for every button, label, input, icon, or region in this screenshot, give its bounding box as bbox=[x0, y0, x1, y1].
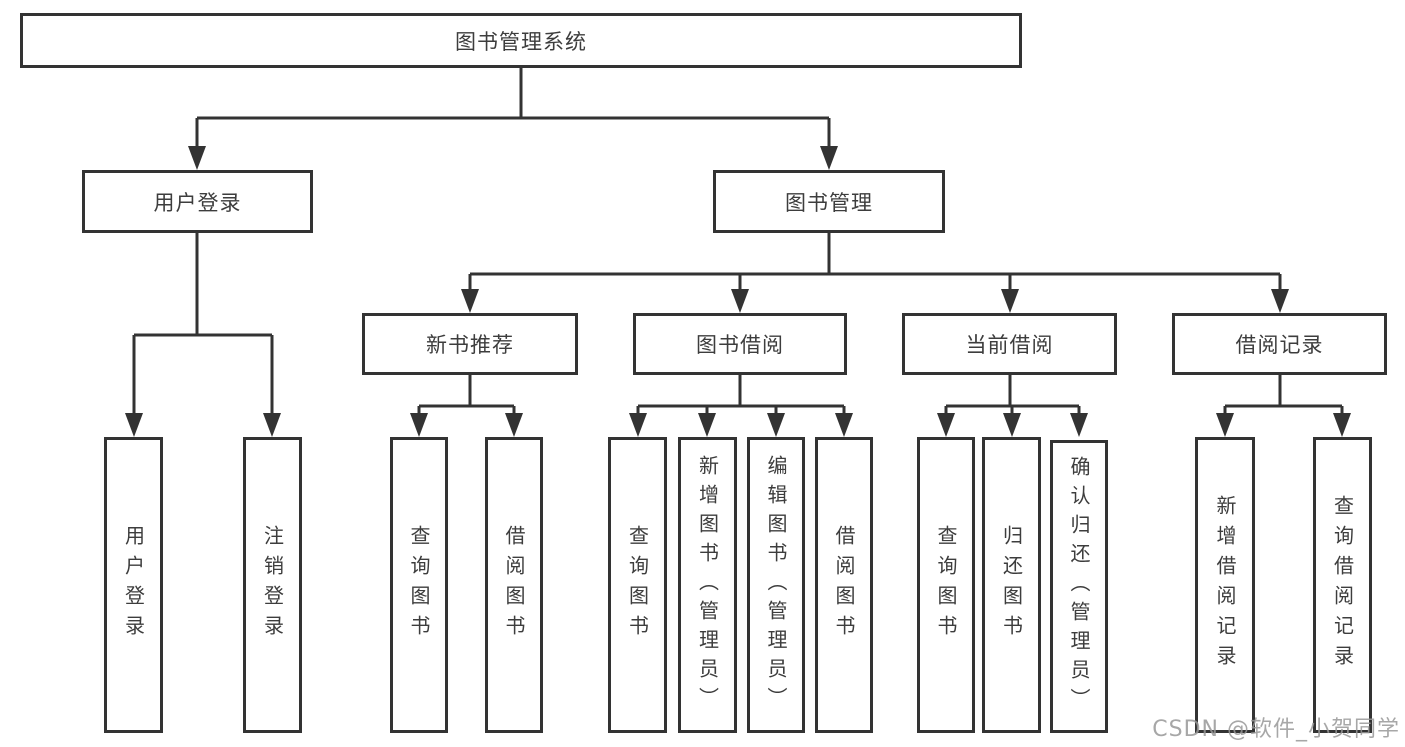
leaf-cb-query-books: 查询图书 bbox=[917, 437, 975, 733]
leaf-br-query-record: 查询借阅记录 bbox=[1313, 437, 1372, 733]
leaf-label: 查询图书 bbox=[625, 525, 650, 645]
leaf-cb-confirm-return-admin: 确认归还（管理员） bbox=[1050, 440, 1108, 733]
node-book-management-system: 图书管理系统 bbox=[20, 13, 1022, 68]
arrowheads bbox=[125, 146, 1351, 437]
leaf-logout: 注销登录 bbox=[243, 437, 302, 733]
node-borrowing-records: 借阅记录 bbox=[1172, 313, 1387, 375]
leaf-label: 注销登录 bbox=[260, 525, 285, 645]
leaf-label: 确认归还（管理员） bbox=[1067, 456, 1091, 717]
leaf-cb-return-books: 归还图书 bbox=[982, 437, 1041, 733]
node-label: 当前借阅 bbox=[965, 333, 1054, 357]
leaf-label: 用户登录 bbox=[121, 525, 146, 645]
node-label: 图书借阅 bbox=[696, 333, 784, 357]
leaf-br-add-record: 新增借阅记录 bbox=[1195, 437, 1255, 733]
node-new-book-recommend: 新书推荐 bbox=[362, 313, 578, 375]
node-label: 图书管理 bbox=[785, 190, 873, 215]
node-label: 新书推荐 bbox=[426, 333, 514, 357]
leaf-label: 新增图书（管理员） bbox=[695, 454, 720, 716]
watermark: CSDN @软件_小贺同学 bbox=[1152, 717, 1400, 742]
leaf-label: 查询图书 bbox=[934, 525, 958, 645]
leaf-label: 新增借阅记录 bbox=[1213, 495, 1237, 675]
leaf-bb-query-books: 查询图书 bbox=[608, 437, 667, 733]
leaf-nbr-borrow-books: 借阅图书 bbox=[485, 437, 543, 733]
leaf-label: 查询图书 bbox=[407, 525, 431, 645]
node-user-login: 用户登录 bbox=[82, 170, 313, 233]
leaf-bb-borrow-books: 借阅图书 bbox=[815, 437, 873, 733]
leaf-nbr-query-books: 查询图书 bbox=[390, 437, 448, 733]
node-book-management: 图书管理 bbox=[713, 170, 945, 233]
leaf-label: 借阅图书 bbox=[502, 525, 526, 645]
node-book-borrowing: 图书借阅 bbox=[633, 313, 847, 375]
leaf-user-login: 用户登录 bbox=[104, 437, 163, 733]
leaf-label: 借阅图书 bbox=[832, 525, 856, 645]
leaf-bb-add-books-admin: 新增图书（管理员） bbox=[678, 437, 737, 733]
leaf-label: 归还图书 bbox=[999, 525, 1024, 645]
leaf-label: 编辑图书（管理员） bbox=[764, 454, 788, 716]
leaf-bb-edit-books-admin: 编辑图书（管理员） bbox=[747, 437, 805, 733]
leaf-label: 查询借阅记录 bbox=[1330, 495, 1355, 675]
node-current-borrowing: 当前借阅 bbox=[902, 313, 1117, 375]
node-label: 图书管理系统 bbox=[455, 29, 587, 54]
node-label: 用户登录 bbox=[153, 190, 242, 215]
node-label: 借阅记录 bbox=[1235, 333, 1324, 357]
